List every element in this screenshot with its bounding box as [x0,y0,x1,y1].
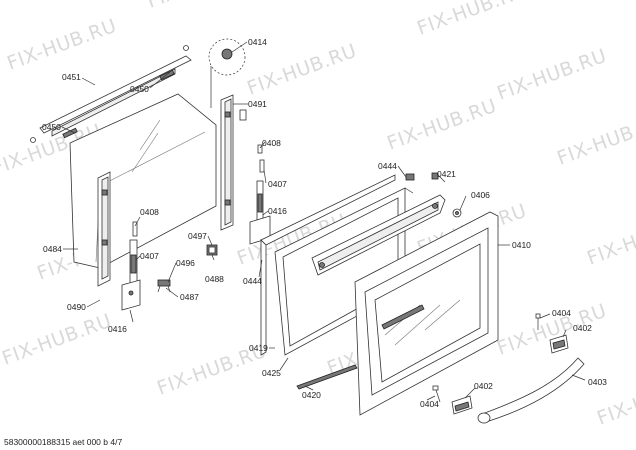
left-hinge-bracket-0490 [97,171,111,287]
label-0421: 0421 [437,169,456,179]
part-labels: 0414 0451 0450 0491 0450 0408 0407 0444 … [42,37,607,409]
label-0450: 0450 [42,122,61,132]
label-0490: 0490 [67,302,86,312]
handle-holder-0402-right [549,334,569,354]
label-0496: 0496 [176,258,195,268]
watermark: FIX-HUB.RU [384,95,499,155]
label-0414: 0414 [248,37,267,47]
label-0408: 0408 [140,207,159,217]
label-0408: 0408 [262,138,281,148]
label-0404: 0404 [420,399,439,409]
handle-holder-0402-left [451,395,473,415]
label-0488: 0488 [205,274,224,284]
screw-0404-left [432,385,441,403]
label-0416: 0416 [268,206,287,216]
screw-0406 [452,208,462,218]
watermark: FIX-HUB.RU [494,45,609,105]
label-0444: 0444 [243,276,262,286]
label-0416: 0416 [108,324,127,334]
label-0451: 0451 [62,72,81,82]
label-0404: 0404 [552,308,571,318]
document-footer: 58300000188315 aet 000 b 4/7 [4,437,123,447]
label-0420: 0420 [302,390,321,400]
label-0425: 0425 [262,368,281,378]
watermark: FIX-HUB.RU [414,0,529,40]
small-parts-0487-0497 [157,244,218,293]
screw-0404-right [535,313,541,330]
watermark: FIX-HUB.RU [554,110,636,170]
label-0419: 0419 [249,343,268,353]
watermark: FIX-HUB.RU [584,210,636,270]
label-0450: 0450 [130,84,149,94]
left-hinge-0416 [121,221,141,311]
outer-door-0410 [354,211,499,416]
watermark: FIX-HUB.RU [144,0,259,13]
top-trim-0451 [30,45,192,143]
label-0487: 0487 [180,292,199,302]
detail-callout-0414 [208,38,246,108]
label-0444: 0444 [378,161,397,171]
label-0407: 0407 [268,179,287,189]
support-bracket-0421 [311,172,446,276]
label-0491: 0491 [248,99,267,109]
handle-0403 [477,357,585,424]
label-0403: 0403 [588,377,607,387]
middle-hinge-bracket-0491 [220,94,247,231]
door-seal-0420 [296,364,358,390]
inner-glass-pane-0484 [69,93,217,269]
leader-lines [61,41,586,401]
label-0410: 0410 [512,240,531,250]
label-0402: 0402 [573,323,592,333]
watermark: FIX-HUB.RU [0,310,115,370]
label-0407: 0407 [140,251,159,261]
label-0497: 0497 [188,231,207,241]
middle-hinge-0416 [249,144,271,245]
label-0402: 0402 [474,381,493,391]
watermark: FIX-HUB.RU [4,15,119,75]
watermark: FIX-HUB.RU [244,40,359,100]
label-0484: 0484 [43,244,62,254]
label-0406: 0406 [471,190,490,200]
